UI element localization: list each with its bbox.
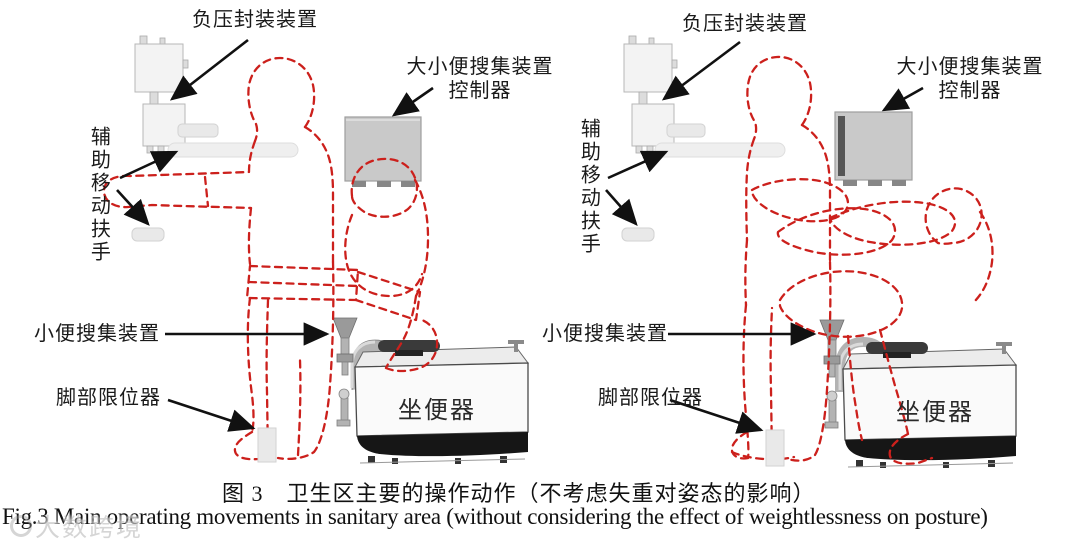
label-collector-controller-line1: 大小便搜集装置 xyxy=(896,56,1044,78)
label-collector-controller-line1: 大小便搜集装置 xyxy=(406,56,554,78)
watermark-logo-icon xyxy=(10,515,32,537)
aux-handrail-pad xyxy=(621,227,655,242)
label-toilet: 坐便器 xyxy=(398,397,476,424)
label-foot-restraint: 脚部限位器 xyxy=(56,387,161,409)
toilet-drawing xyxy=(336,340,529,464)
label-collector-controller-line2: 控制器 xyxy=(448,80,512,103)
label-collector-controller: 大小便搜集装置 控制器 xyxy=(890,55,1050,104)
arrow-foot-restraint xyxy=(669,398,764,434)
vacuum-seal-device-drawing xyxy=(623,35,706,154)
arrow-handrail-down xyxy=(116,189,150,226)
watermark-text: 大数跨境 xyxy=(35,514,144,542)
aux-handrail-bar xyxy=(167,142,299,158)
pose-crouched-outline xyxy=(344,157,439,373)
arrow-controller xyxy=(881,86,924,112)
arrow-vacuum-device xyxy=(661,40,741,101)
label-urine-collector: 小便搜集装置 xyxy=(542,323,668,345)
label-aux-handrail: 辅助移动扶手 xyxy=(87,126,110,264)
collector-controller-drawing xyxy=(834,111,913,186)
aux-handrail-bar xyxy=(654,142,786,158)
label-urine-collector: 小便搜集装置 xyxy=(34,323,160,345)
arrow-foot-restraint xyxy=(167,398,256,432)
diagram-right-art xyxy=(605,35,1017,468)
label-vacuum-seal-device: 负压封装装置 xyxy=(682,13,808,35)
collector-controller-drawing xyxy=(344,116,422,187)
arrow-handrail-up xyxy=(607,150,669,180)
arrow-controller xyxy=(391,86,434,117)
watermark: 大数跨境 xyxy=(10,508,143,544)
label-collector-controller-line2: 控制器 xyxy=(938,80,1002,103)
arrow-handrail-up xyxy=(119,150,179,180)
label-aux-handrail: 辅助移动扶手 xyxy=(577,118,600,256)
aux-handrail-pad xyxy=(131,227,165,242)
label-vacuum-seal-device: 负压封装装置 xyxy=(192,9,318,31)
toilet-drawing xyxy=(824,342,1017,468)
caption-chinese: 图 3 卫生区主要的操作动作（不考虑失重对姿态的影响） xyxy=(222,481,816,506)
annotation-arrows xyxy=(116,38,434,432)
foot-restraint-block xyxy=(765,429,785,467)
arrow-handrail-down xyxy=(605,189,638,226)
diagram-panel-left: 负压封装装置 大小便搜集装置 控制器 辅助移动扶手 小便搜集装置 脚部限位器 坐… xyxy=(0,0,553,472)
annotation-arrows xyxy=(605,40,924,434)
pose-standing-outline xyxy=(730,55,957,462)
diagram-left-art xyxy=(102,35,529,464)
diagram-panel-right: 负压封装装置 大小便搜集装置 控制器 辅助移动扶手 小便搜集装置 脚部限位器 坐… xyxy=(540,0,1080,472)
vacuum-seal-device-drawing xyxy=(134,35,219,154)
label-toilet: 坐便器 xyxy=(896,399,974,426)
caption-english: Fig.3 Main operating movements in sanita… xyxy=(2,504,988,529)
foot-restraint-block xyxy=(257,427,277,463)
arrow-vacuum-device xyxy=(169,38,249,101)
label-foot-restraint: 脚部限位器 xyxy=(598,387,703,409)
label-collector-controller: 大小便搜集装置 控制器 xyxy=(400,55,560,104)
